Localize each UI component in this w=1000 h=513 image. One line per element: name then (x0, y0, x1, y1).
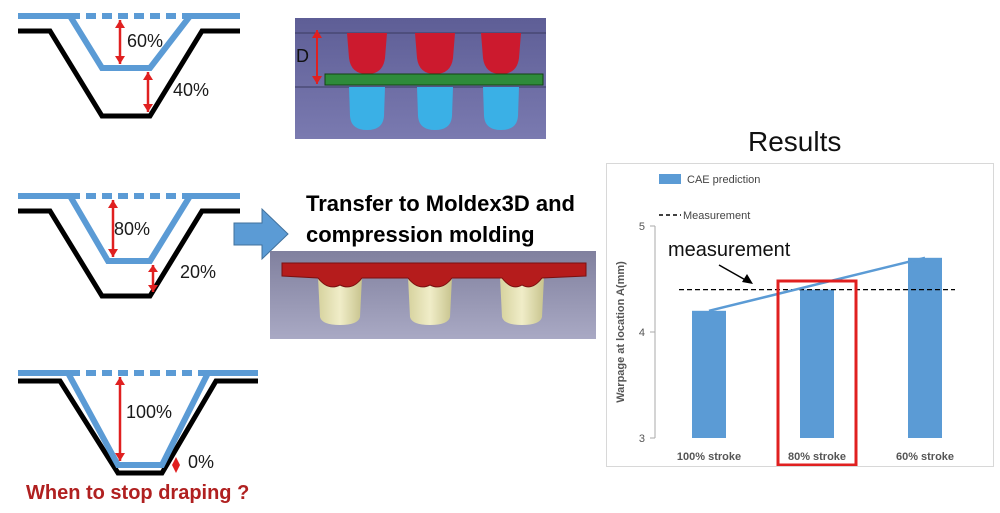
transfer-caption-line: compression molding (306, 222, 535, 247)
upper-red-cavity (415, 33, 455, 74)
simulation-cross-section: D (295, 18, 546, 139)
mold-outline (18, 28, 240, 119)
highlight-box (776, 279, 858, 466)
upper-percent-label: 80% (114, 219, 150, 239)
arrowhead (143, 72, 153, 80)
x-tick-label: 60% stroke (896, 451, 954, 463)
results-title: Results (748, 126, 842, 157)
bar (800, 289, 834, 438)
arrowhead (312, 30, 322, 38)
lower-percent-label: 20% (180, 262, 216, 282)
annotation-arrowhead (742, 274, 753, 284)
arrowhead (115, 453, 125, 461)
lower-blue-cavity (349, 87, 385, 130)
arrowhead (148, 265, 158, 272)
stop-draping-question: When to stop draping ? (26, 482, 250, 504)
arrowhead (143, 104, 153, 112)
mold-outline (18, 378, 258, 476)
measurement-annotation: measurement (668, 239, 791, 261)
sheet-outline (18, 370, 258, 468)
arrowhead (115, 56, 125, 64)
y-tick-label: 4 (639, 327, 645, 339)
y-tick-label: 3 (639, 433, 645, 445)
transfer-arrow (233, 207, 289, 261)
arrowhead (108, 200, 118, 208)
upper-percent-label: 100% (126, 402, 172, 422)
drape-diagram-100: 100% 0% (18, 370, 258, 476)
arrowhead (148, 285, 158, 292)
lower-percent-label: 40% (173, 80, 209, 100)
depth-label: D (296, 46, 309, 66)
legend-swatch-cae (659, 174, 681, 184)
y-axis-label: Warpage at location A(mm) (615, 261, 627, 403)
arrowhead (115, 377, 125, 385)
sheet-outline (18, 13, 240, 71)
y-tick-label: 5 (639, 221, 645, 233)
red-flange (281, 262, 587, 288)
bar (908, 257, 942, 438)
lower-blue-cavity (483, 87, 519, 130)
legend-label-measurement: Measurement (683, 210, 750, 222)
x-tick-label: 80% stroke (788, 451, 846, 463)
transfer-caption: Transfer to Moldex3D and compression mol… (306, 188, 575, 250)
cream-cup (500, 277, 544, 325)
cream-cup (408, 277, 452, 325)
lower-blue-cavity (417, 87, 453, 130)
arrowhead (115, 20, 125, 28)
trend-line (708, 256, 926, 313)
upper-red-cavity (347, 33, 387, 74)
lower-percent-label: 0% (188, 452, 214, 472)
green-sheet (324, 73, 544, 86)
drape-diagram-60: 60% 40% (18, 13, 240, 119)
upper-red-cavity (481, 33, 521, 74)
mold-outline (18, 208, 240, 299)
arrowhead (108, 249, 118, 257)
sheet-outline (18, 193, 240, 264)
drape-diagram-80: 80% 20% (18, 193, 240, 299)
upper-percent-label: 60% (127, 31, 163, 51)
legend-label-cae: CAE prediction (687, 174, 760, 186)
bar (692, 310, 726, 438)
compression-molded-part (270, 251, 596, 339)
x-tick-label: 100% stroke (677, 451, 741, 463)
cream-cup (318, 277, 362, 325)
transfer-caption-line: Transfer to Moldex3D and (306, 191, 575, 216)
zero-stroke-marker (172, 457, 180, 473)
arrowhead (312, 76, 322, 84)
